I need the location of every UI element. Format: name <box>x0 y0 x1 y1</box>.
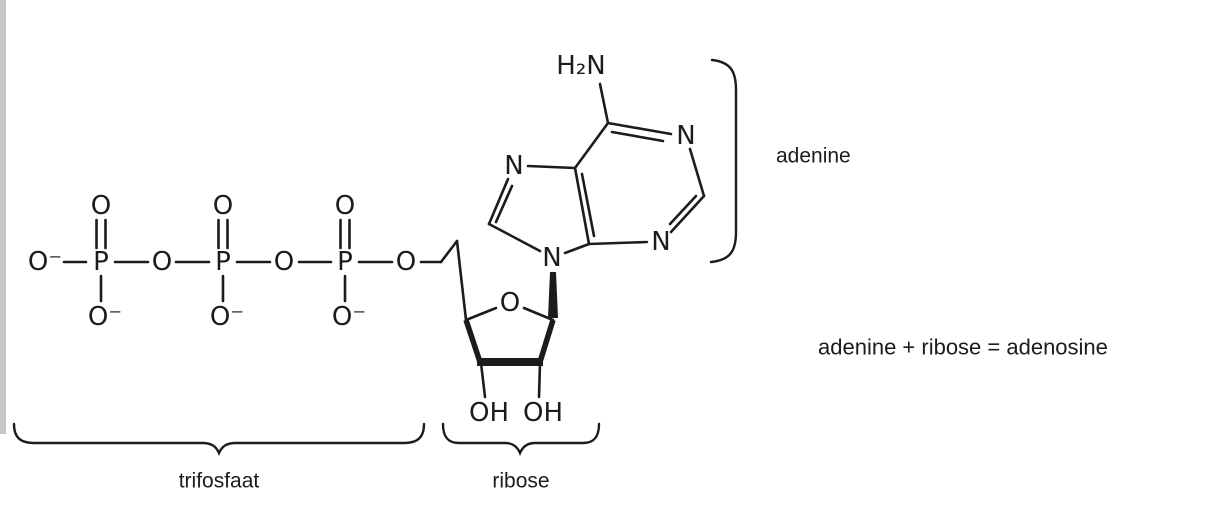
atom-n3-label: N <box>651 227 670 257</box>
triphosphate-group: O⁻ P O P O P O O O O O⁻ O⁻ O⁻ <box>28 191 468 332</box>
ribose-group: O OH OH <box>463 272 563 428</box>
ribose-label: ribose <box>492 470 549 493</box>
triphosphate-bonds <box>62 218 468 322</box>
atom-p3-bottom-o-label: O⁻ <box>332 302 366 332</box>
atom-oh-left-label: OH <box>469 398 509 428</box>
atom-p2-label: P <box>215 247 231 277</box>
trifosfaat-brace <box>12 422 426 457</box>
atom-bridge-o2-label: O <box>274 247 294 277</box>
atom-p1-top-o-label: O <box>91 191 111 221</box>
atom-n9-label: N <box>542 243 561 273</box>
trifosfaat-label: trifosfaat <box>179 470 260 493</box>
ribose-bonds <box>463 306 556 399</box>
left-border-bar <box>0 0 6 434</box>
atom-ester-o-label: O <box>396 247 416 277</box>
atom-oh-right-label: OH <box>523 398 563 428</box>
atom-amine-label: H₂N <box>556 51 605 81</box>
atom-n7-label: N <box>504 151 523 181</box>
ribose-brace <box>441 422 601 457</box>
atom-n1-label: N <box>676 121 695 151</box>
atom-terminal-o-label: O⁻ <box>28 247 62 277</box>
atom-p3-label: P <box>337 247 353 277</box>
adenine-group: H₂N N N N N <box>487 51 706 273</box>
atom-p1-label: P <box>93 247 109 277</box>
atom-p2-bottom-o-label: O⁻ <box>210 302 244 332</box>
adenine-bracket <box>709 58 738 264</box>
adenine-bonds <box>487 82 706 255</box>
atom-p2-top-o-label: O <box>213 191 233 221</box>
atom-p3-top-o-label: O <box>335 191 355 221</box>
atom-p1-bottom-o-label: O⁻ <box>88 302 122 332</box>
adenine-label: adenine <box>776 145 851 168</box>
wedge-bond-c1-n9 <box>548 272 558 318</box>
atom-bridge-o1-label: O <box>152 247 172 277</box>
equation-label: adenine + ribose = adenosine <box>818 335 1108 360</box>
atom-ribose-o-label: O <box>500 288 520 318</box>
